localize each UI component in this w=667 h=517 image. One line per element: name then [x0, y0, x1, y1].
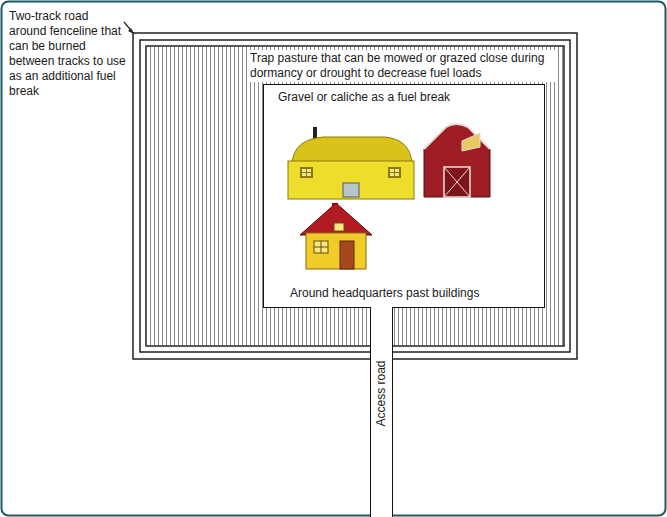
road-inner-track — [140, 40, 570, 352]
area-label: Around headquarters past buildings — [290, 286, 530, 301]
buildings-illustration — [264, 85, 543, 306]
road-label: Access road — [374, 360, 389, 426]
access-road: Access road — [370, 307, 393, 517]
leader-head — [128, 28, 134, 34]
area-label: Gravel or caliche as a fuel break — [278, 90, 528, 105]
road-outer-track — [133, 33, 577, 359]
house — [300, 203, 372, 269]
headquarters-box: Gravel or caliche as a fuel breakAround … — [263, 84, 545, 308]
farmhouse — [288, 127, 414, 199]
leader-line — [124, 22, 134, 34]
callout-text: Two-track road around fenceline that can… — [9, 9, 129, 99]
barn — [424, 124, 490, 197]
area-label: Trap pasture that can be mowed or grazed… — [248, 50, 557, 82]
trap-pasture: Trap pasture that can be mowed or grazed… — [147, 47, 563, 345]
fenceline — [146, 46, 564, 346]
